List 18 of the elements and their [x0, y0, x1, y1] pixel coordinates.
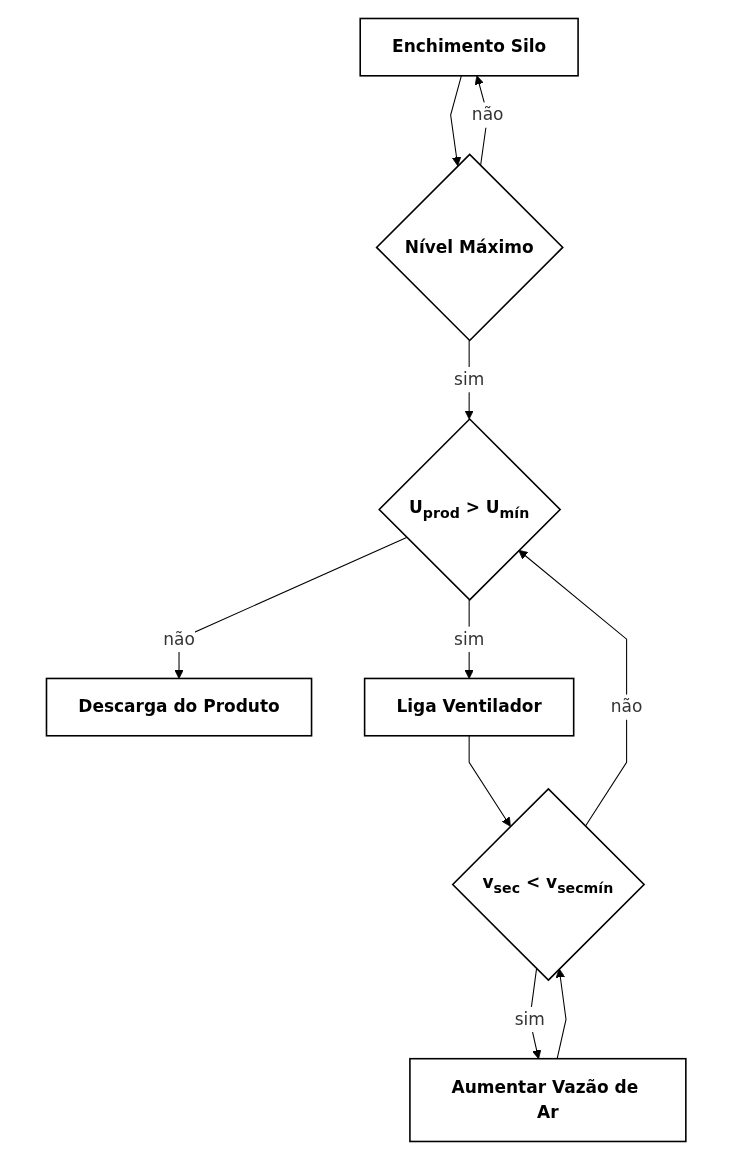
node-box: Descarga do Produto: [45, 677, 313, 737]
node-diamond: v$_{sec}$ < v$_{secmín}$: [451, 787, 646, 982]
node-box: Aumentar Vazão de Ar: [408, 1057, 687, 1143]
arrow: [468, 735, 511, 827]
arrow: [555, 968, 567, 1060]
arrow: [518, 549, 627, 827]
arrow: [174, 536, 407, 679]
edge-label: não: [163, 628, 195, 649]
edge-label: não: [471, 104, 504, 125]
node-box: Liga Ventilador: [363, 677, 575, 737]
node-diamond: U$_{prod}$ > U$_{mín}$: [377, 417, 562, 602]
node-diamond: Nível Máximo: [375, 153, 564, 342]
edge-label: sim: [514, 1008, 545, 1029]
edge-label: não: [610, 696, 643, 717]
node-box: Enchimento Silo: [359, 17, 579, 77]
edge-label: sim: [453, 369, 485, 390]
arrow: [449, 75, 462, 167]
edge-label: sim: [453, 628, 485, 649]
